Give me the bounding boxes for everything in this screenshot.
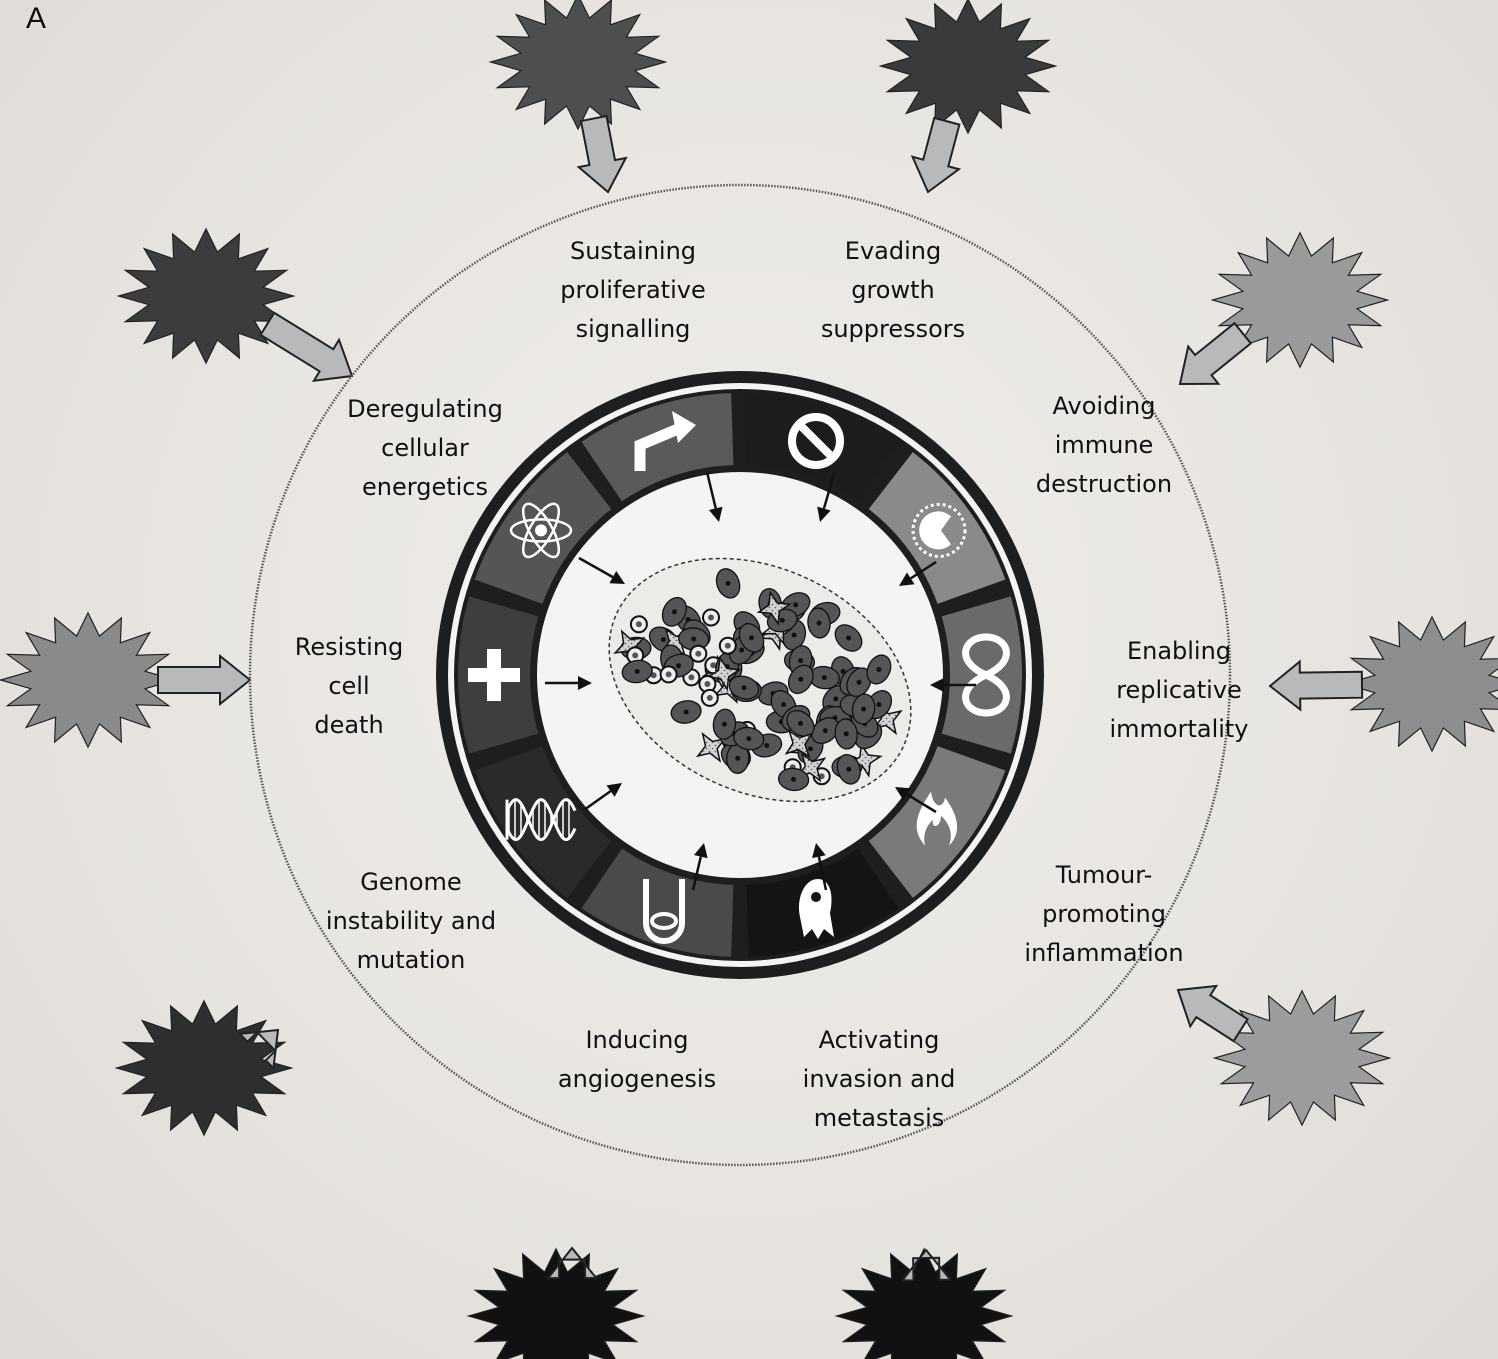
cell-nucleus	[632, 652, 638, 658]
cell-nucleus	[846, 636, 851, 641]
cell-nucleus	[635, 669, 640, 674]
cell-nucleus	[792, 633, 797, 638]
block-arrow-energetics	[261, 313, 352, 381]
panel-letter: A	[26, 2, 46, 36]
cell-nucleus	[746, 736, 751, 741]
cell-nucleus	[666, 671, 672, 677]
cell-nucleus	[780, 618, 785, 623]
starburst-death	[1, 613, 176, 747]
cell-nucleus	[691, 637, 696, 642]
cell-nucleus	[739, 648, 744, 653]
cell-nucleus	[876, 667, 881, 672]
cell-nucleus	[684, 710, 689, 715]
cell-nucleus	[764, 743, 769, 748]
starburst-angiogenesis	[469, 1249, 644, 1359]
starburst-inflammation	[1215, 991, 1390, 1125]
cell-nucleus	[798, 677, 803, 682]
cell-nucleus	[722, 722, 727, 727]
starburst-immortality	[1345, 617, 1498, 751]
block-arrow-evading	[913, 118, 960, 192]
cell-nucleus	[817, 621, 822, 626]
cell-nucleus	[636, 621, 642, 627]
cell-nucleus	[822, 675, 827, 680]
cell-nucleus	[688, 674, 694, 680]
block-arrow-inflammation	[1178, 986, 1248, 1041]
migrating-cell-icon	[799, 879, 834, 939]
label-immortality: Enablingreplicativeimmortality	[1049, 632, 1309, 749]
cell-nucleus	[742, 685, 747, 690]
cell-nucleus	[844, 731, 849, 736]
cell-nucleus	[798, 721, 803, 726]
cell-nucleus	[791, 777, 796, 782]
cell-nucleus	[857, 680, 862, 685]
cell-nucleus	[704, 681, 710, 687]
label-death: Resistingcelldeath	[219, 628, 479, 745]
cell-nucleus	[661, 637, 666, 642]
cell-nucleus	[726, 581, 731, 586]
cell-nucleus	[735, 756, 740, 761]
cell-nucleus	[833, 696, 838, 701]
cell-nucleus	[749, 635, 754, 640]
cell-nucleus	[846, 767, 851, 772]
cell-nucleus	[676, 663, 681, 668]
starburst-invasion	[837, 1249, 1012, 1359]
block-arrow-immune	[1180, 323, 1251, 384]
starburst-energetics	[119, 229, 294, 363]
block-arrow-sustaining	[579, 116, 626, 192]
cell-nucleus	[798, 658, 803, 663]
starburst-sustaining	[491, 0, 666, 129]
cell-nucleus	[672, 609, 677, 614]
starburst-genome	[117, 1001, 292, 1135]
cell-nucleus	[725, 643, 731, 649]
cell-nucleus	[793, 602, 798, 607]
cell-nucleus	[877, 702, 882, 707]
cell-nucleus	[708, 615, 714, 621]
cell-nucleus	[781, 702, 786, 707]
cell-nucleus	[695, 651, 701, 657]
cell-nucleus	[707, 695, 713, 701]
cell-nucleus	[823, 728, 828, 733]
starburst-evading	[881, 0, 1056, 133]
cell-nucleus	[808, 746, 813, 751]
cell-nucleus	[861, 707, 866, 712]
